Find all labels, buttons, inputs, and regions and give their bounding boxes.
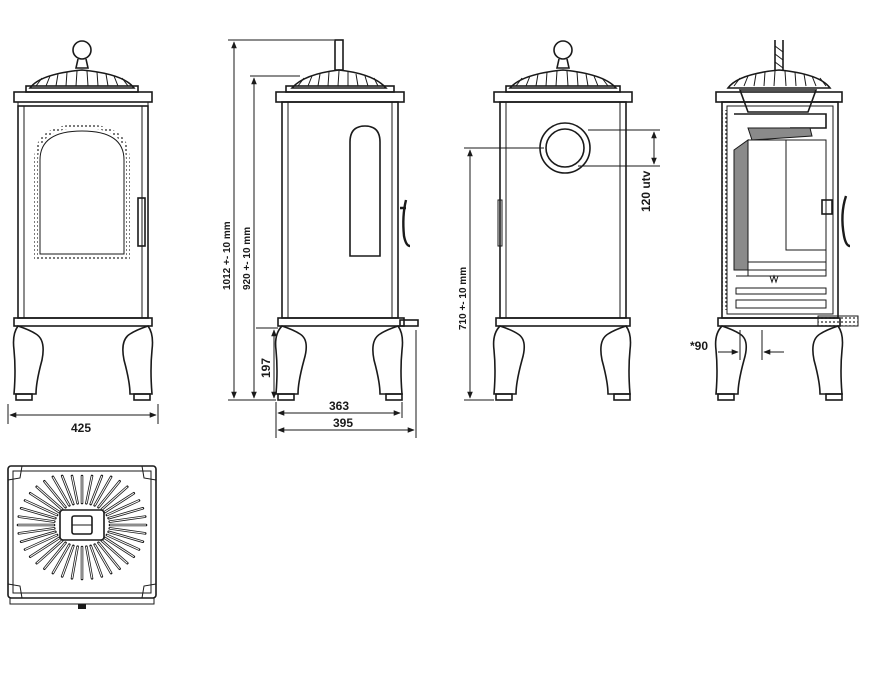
grille-slot-highlight	[24, 500, 58, 516]
dim-height-total: 1012 +- 10 mm	[222, 221, 233, 290]
dim-flue-height: 710 +- 10 mm	[458, 267, 469, 330]
grille-slot-highlight	[20, 531, 56, 543]
grille-slot-highlight	[108, 507, 144, 519]
section-handle	[841, 195, 851, 248]
top-grille	[16, 474, 148, 581]
dim-width-total: 425	[71, 421, 91, 435]
side-window	[349, 125, 381, 257]
grille-slot-highlight	[101, 540, 128, 564]
dim-depth-total: 395	[333, 416, 353, 430]
side-view: 1012 +- 10 mm 920 +- 10 mm 197 363 395	[222, 39, 419, 438]
grille-slot-highlight	[71, 475, 79, 504]
firebrick-back	[733, 139, 749, 271]
side-top-plate	[275, 91, 405, 103]
grille-slot-highlight	[85, 546, 93, 579]
grille-slot-highlight	[44, 542, 66, 570]
rear-view: 710 +- 10 mm 120 utv	[458, 40, 660, 401]
dim-depth-legs: 363	[329, 399, 349, 413]
grille-slot-highlight	[104, 492, 135, 513]
dim-leg-height: 197	[259, 358, 273, 378]
grille-slot-highlight	[94, 476, 112, 506]
baffle-plate	[747, 127, 813, 141]
grille-slot-highlight	[20, 507, 56, 519]
top-plate	[13, 91, 153, 103]
grille-slot-highlight	[109, 527, 146, 534]
grille-slot-highlight	[98, 542, 120, 570]
grille-slot-highlight	[90, 475, 103, 505]
grille-slot-highlight	[85, 475, 93, 504]
flue-pipe	[334, 39, 344, 71]
grille-slot-highlight	[52, 476, 70, 506]
section-view: *90	[690, 40, 859, 401]
door-glass	[34, 123, 130, 260]
dim-flue-offset: 120 utv	[639, 170, 653, 212]
side-handle	[400, 199, 411, 248]
grille-slot-highlight	[61, 475, 74, 505]
front-left-leg	[12, 325, 44, 395]
dim-flue-diameter: *90	[690, 339, 708, 353]
front-right-leg	[122, 325, 154, 395]
ornate-top	[28, 69, 136, 89]
side-right-leg	[372, 325, 404, 395]
grille-slot-highlight	[106, 500, 140, 516]
side-left-leg	[274, 325, 308, 395]
dim-height-body: 920 +- 10 mm	[242, 227, 253, 290]
grille-slot-highlight	[29, 492, 60, 513]
top-view	[7, 465, 157, 609]
grille-slot-highlight	[61, 545, 74, 577]
grille-slot-highlight	[109, 516, 146, 523]
grille-slot-highlight	[104, 537, 135, 558]
grille-slot-highlight	[29, 537, 60, 558]
grille-slot-highlight	[90, 545, 103, 577]
grille-slot-highlight	[24, 534, 58, 550]
grille-slot-highlight	[98, 480, 120, 508]
grille-slot-highlight	[108, 531, 144, 543]
grille-slot-highlight	[52, 544, 70, 574]
grille-slot-highlight	[36, 540, 63, 564]
finial-knob	[72, 40, 92, 60]
grille-slot-highlight	[71, 546, 79, 579]
grille-slot-highlight	[94, 544, 112, 574]
grille-slot-highlight	[18, 527, 55, 534]
front-view: 425	[7, 40, 159, 435]
rear-body	[499, 101, 627, 319]
grille-slot-highlight	[106, 534, 140, 550]
grille-slot-highlight	[101, 486, 128, 510]
grille-slot-highlight	[36, 486, 63, 510]
door-handle	[137, 197, 146, 247]
grille-slot-highlight	[18, 516, 55, 523]
grille-slot-highlight	[44, 480, 66, 508]
